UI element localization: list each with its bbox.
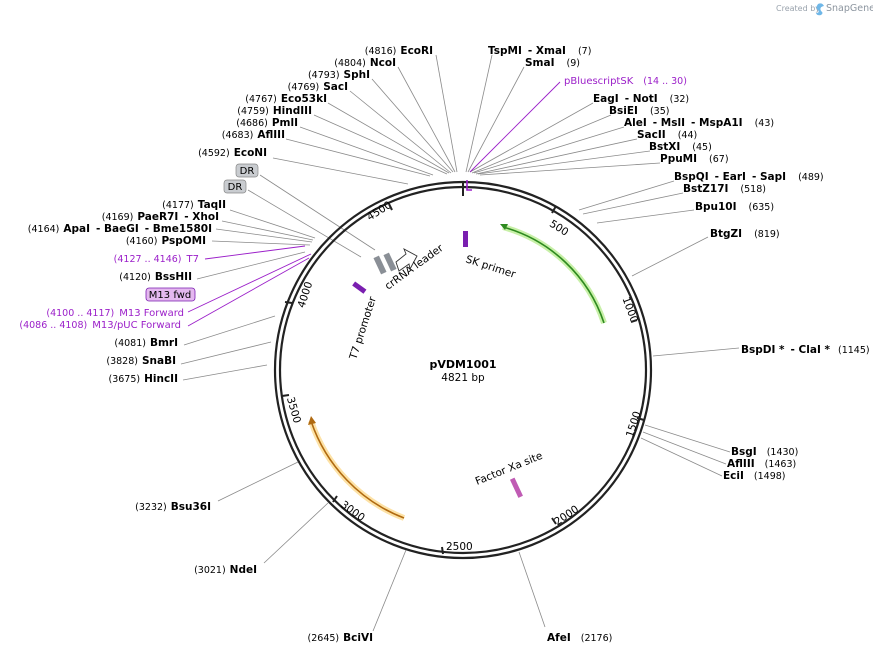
- primer-m13-forward: (4100 .. 4117)M13 Forward: [46, 308, 184, 319]
- t7-promoter-glyph: [352, 281, 367, 294]
- sk-primer-label: SK primer: [464, 253, 518, 281]
- site-bmri: (4081)BmrI: [114, 337, 178, 349]
- tick-label-2500: 2500: [446, 541, 473, 553]
- site-paer7i: (4169)PaeR7I- XhoI: [102, 211, 219, 223]
- primer-m13-puc-forward: (4086 .. 4108)M13/pUC Forward: [19, 320, 181, 331]
- snapgene-logo-icon: [816, 3, 824, 16]
- tick-label-500: 500: [547, 218, 570, 239]
- site-tspmi: TspMI- XmaI(7): [488, 45, 591, 57]
- orange-feature-arc-glow: [308, 420, 406, 521]
- site-pspomi: (4160)PspOMI: [126, 235, 206, 247]
- orange-feature-arc: [310, 420, 405, 519]
- pbluescript-primer-arrow: [466, 180, 472, 191]
- tick-label-3000: 3000: [338, 499, 367, 524]
- site-bsu36i: (3232)Bsu36I: [135, 501, 211, 513]
- factor-xa-marker: [509, 477, 523, 498]
- site-ndei: (3021)NdeI: [194, 564, 257, 576]
- left-site-labels: (4816)EcoRI (4804)NcoI (4793)SphI (4769)…: [28, 45, 433, 644]
- site-apai: (4164)ApaI- BaeGI- Bme1580I: [28, 223, 212, 235]
- t7-promoter-label: T7 promoter: [347, 295, 379, 362]
- crrna-leader-glyph: [373, 248, 418, 275]
- site-taqii: (4177)TaqII: [162, 199, 226, 211]
- site-eco53ki: (4767)Eco53kI: [245, 93, 327, 105]
- site-econi: (4592)EcoNI: [198, 147, 267, 159]
- credit-brand: SnapGene: [826, 3, 873, 14]
- site-bstz17i: BstZ17I(518): [683, 183, 766, 195]
- dr-badge-2-label: DR: [228, 182, 243, 193]
- green-feature-arc-glow: [502, 224, 607, 324]
- site-ecori: (4816)EcoRI: [365, 45, 433, 57]
- site-bsgi: BsgI(1430): [731, 446, 798, 458]
- site-btgzi: BtgZI(819): [710, 228, 780, 240]
- site-ncoi: (4804)NcoI: [334, 57, 396, 69]
- site-saci: (4769)SacI: [288, 81, 348, 93]
- site-afei: AfeI(2176): [547, 632, 612, 644]
- site-bspqi: BspQI- EarI- SapI(489): [674, 171, 824, 183]
- factor-xa-label: Factor Xa site: [474, 450, 545, 488]
- m13-fwd-badge-label: M13 fwd: [149, 290, 191, 301]
- site-sacii: SacII(44): [637, 129, 697, 141]
- site-pmli: (4686)PmlI: [236, 117, 298, 129]
- primer-connectors: [187, 81, 561, 327]
- orange-arc-arrow-icon: [308, 416, 316, 425]
- site-hindiii: (4759)HindIII: [237, 105, 312, 117]
- site-bsshii: (4120)BssHII: [119, 271, 192, 283]
- site-bpu10i: Bpu10I(635): [695, 201, 774, 213]
- site-hincii: (3675)HincII: [109, 373, 179, 385]
- connector-lines: [180, 54, 740, 632]
- dr-badge-1: DR: [235, 163, 259, 178]
- green-arc-arrow-icon: [500, 224, 508, 230]
- plasmid-length: 4821 bp: [441, 372, 485, 384]
- dr-badge-1-label: DR: [240, 166, 255, 177]
- tick-label-2000: 2000: [552, 503, 581, 528]
- sk-primer-marker: [463, 231, 468, 247]
- site-snabi: (3828)SnaBI: [106, 355, 176, 367]
- right-site-labels: TspMI- XmaI(7) SmaI(9) pBluescriptSK(14 …: [488, 45, 870, 644]
- left-primer-labels: (4127 .. 4146)T7 (4100 .. 4117)M13 Forwa…: [19, 254, 199, 331]
- site-alei: AleI- MslI- MspA1I(43): [624, 117, 774, 129]
- site-ppumi: PpuMI(67): [660, 153, 729, 165]
- site-afliii-2: AflIII(1463): [727, 458, 796, 470]
- primer-t7: (4127 .. 4146)T7: [114, 254, 199, 265]
- site-bstxi: BstXI(45): [649, 141, 712, 153]
- site-afliii: (4683)AflIII: [222, 129, 285, 141]
- site-bcivi: (2645)BciVI: [308, 632, 373, 644]
- dr-badge-2: DR: [223, 179, 247, 194]
- green-feature-arc: [502, 226, 605, 324]
- credit-prefix: Created by: [776, 4, 820, 13]
- site-smai: SmaI(9): [525, 57, 580, 69]
- primer-pbluescript-sk: pBluescriptSK(14 .. 30): [564, 76, 687, 87]
- site-bsiei: BsiEI(35): [609, 105, 669, 117]
- tick-label-4000: 4000: [296, 280, 316, 309]
- site-eagi: EagI- NotI(32): [593, 93, 689, 105]
- site-bspdi: BspDI *- ClaI *(1145): [741, 344, 870, 356]
- m13-fwd-badge: M13 fwd: [145, 287, 196, 302]
- site-ecii: EciI(1498): [723, 470, 786, 482]
- tick-label-1500: 1500: [624, 410, 644, 439]
- site-sphi: (4793)SphI: [308, 69, 370, 81]
- plasmid-name: pVDM1001: [429, 358, 496, 371]
